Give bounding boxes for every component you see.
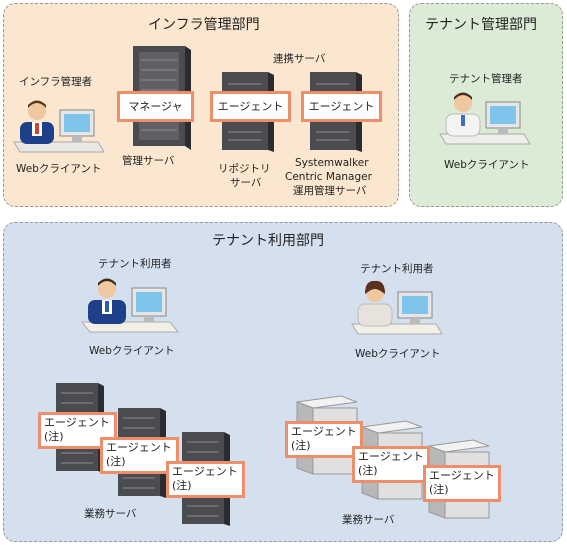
agent-tag-right-1-label: エージェント <box>291 425 357 438</box>
agent-tag-left-1-label: エージェント <box>44 416 110 429</box>
management-server-label: 管理サーバ <box>122 155 175 167</box>
agent-tag-right-3-note: (注) <box>429 483 449 496</box>
agent-tag-left-2: エージェント (注) <box>100 437 179 474</box>
agent-tag-left-2-label: エージェント <box>106 441 172 454</box>
manager-tag: マネージャ <box>117 91 194 122</box>
agent-tag-left-3: エージェント (注) <box>166 461 245 498</box>
agent-tag-right-1: エージェント (注) <box>285 421 363 458</box>
agent-tag-right-2-label: エージェント <box>358 450 424 463</box>
repository-server-label-2: サーバ <box>230 177 262 189</box>
coop-server-label: 連携サーバ <box>273 53 326 65</box>
tenant-dept-title: テナント管理部門 <box>425 17 537 33</box>
infra-admin-icon <box>13 100 105 153</box>
tenant-user-2-client-label: Webクライアント <box>355 348 441 360</box>
systemwalker-label-3: 運用管理サーバ <box>293 185 367 197</box>
systemwalker-label-1: Systemwalker <box>295 157 369 169</box>
agent-tag-right-3-label: エージェント <box>429 469 495 482</box>
tenant-user-1-client-label: Webクライアント <box>89 345 175 357</box>
business-server-right-label: 業務サーバ <box>342 514 395 526</box>
infra-admin-label: インフラ管理者 <box>19 76 93 88</box>
systemwalker-server-icon <box>310 72 362 152</box>
infra-dept-title: インフラ管理部門 <box>148 17 260 33</box>
tenant-client-label: Webクライアント <box>444 159 530 171</box>
agent-tag-right-2-note: (注) <box>358 464 378 477</box>
infra-client-label: Webクライアント <box>16 163 102 175</box>
agent-tag-left-3-label: エージェント <box>172 465 238 478</box>
repository-server-label-1: リポジトリ <box>218 163 271 175</box>
tenant-user-1-label: テナント利用者 <box>98 258 172 270</box>
tenant-user-2-label: テナント利用者 <box>360 263 434 275</box>
business-server-left-label: 業務サーバ <box>84 508 137 520</box>
tenant-user-1-icon <box>80 278 180 333</box>
agent-tag-right-3: エージェント (注) <box>423 465 501 502</box>
agent-tag-left-3-note: (注) <box>172 479 192 492</box>
agent-tag-right-1-note: (注) <box>291 439 311 452</box>
agent-tag-left-2-note: (注) <box>106 455 126 468</box>
tenant-admin-icon <box>439 92 531 145</box>
tenant-user-2-icon <box>351 280 443 335</box>
agent-tag-repository: エージェント <box>210 91 291 122</box>
systemwalker-label-2: Centric Manager <box>285 171 372 183</box>
agent-tag-systemwalker: エージェント <box>301 91 382 122</box>
tenant-admin-label: テナント管理者 <box>449 73 523 85</box>
tenant-user-dept-title: テナント利用部門 <box>212 233 324 249</box>
agent-tag-right-2: エージェント (注) <box>352 446 430 483</box>
agent-tag-left-1-note: (注) <box>44 430 64 443</box>
